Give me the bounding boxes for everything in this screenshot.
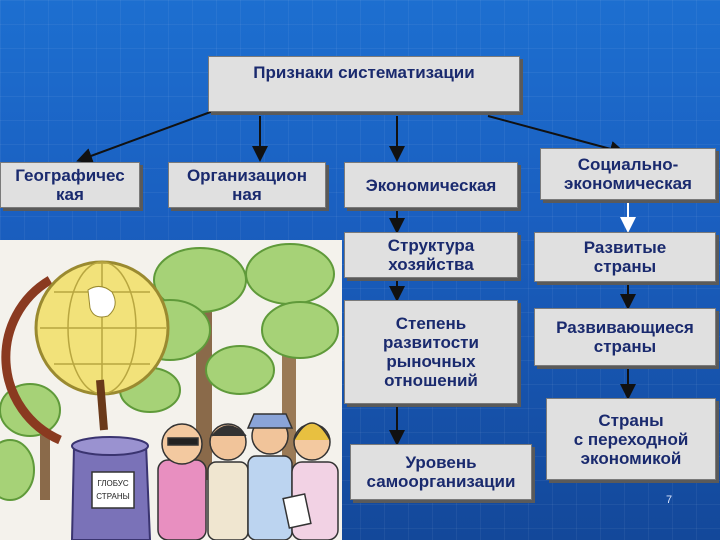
people-drawing <box>157 413 339 540</box>
category-economic: Экономическая <box>344 162 518 208</box>
globe-drawing <box>1 260 170 445</box>
category-organizational-label: Организацион ная <box>186 166 308 204</box>
developing-countries-box: Развивающиеся страны <box>534 308 716 366</box>
economic-market-box: Степень развитости рыночных отношений <box>344 300 518 404</box>
svg-text:СТРАНЫ: СТРАНЫ <box>96 492 129 501</box>
economic-structure-label: Структура хозяйства <box>387 236 475 274</box>
economic-selforg-box: Уровень самоорганизации <box>350 444 532 500</box>
transition-countries-box: Страны с переходной экономикой <box>546 398 716 480</box>
economic-selforg-label: Уровень самоорганизации <box>366 453 516 491</box>
category-socioeconomic: Социально- экономическая <box>540 148 716 200</box>
title-text: Признаки систематизации <box>253 63 475 82</box>
slide-number: 7 <box>666 494 673 506</box>
transition-countries-label: Страны с переходной экономикой <box>573 410 689 468</box>
arrow-to-socioeconomic <box>487 115 626 157</box>
pedestal-sign-text: ГЛОБУС <box>97 479 129 488</box>
category-socioeconomic-label: Социально- экономическая <box>564 155 692 193</box>
developing-countries-label: Развивающиеся страны <box>556 318 694 356</box>
economic-structure-box: Структура хозяйства <box>344 232 518 278</box>
cartoon-illustration: ГЛОБУС СТРАНЫ <box>0 240 342 540</box>
category-geographic-label: Географичес кая <box>15 166 125 204</box>
category-economic-label: Экономическая <box>365 175 497 195</box>
category-geographic: Географичес кая <box>0 162 140 208</box>
arrow-to-geographic <box>76 109 217 164</box>
category-organizational: Организацион ная <box>168 162 326 208</box>
developed-countries-box: Развитые страны <box>534 232 716 282</box>
title-box: Признаки систематизации <box>208 56 520 112</box>
economic-market-label: Степень развитости рыночных отношений <box>383 314 479 390</box>
developed-countries-label: Развитые страны <box>583 238 667 276</box>
